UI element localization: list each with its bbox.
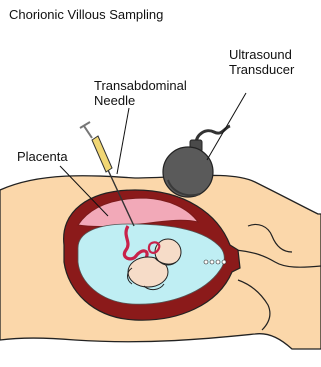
diagram-title: Chorionic Villous Sampling <box>9 7 163 22</box>
syringe-barrel <box>92 136 112 172</box>
transducer-leader-line <box>207 93 246 160</box>
needle-label: Transabdominal Needle <box>94 78 187 108</box>
syringe-plunger <box>84 126 92 138</box>
needle-leader-line <box>117 108 129 174</box>
transducer-head <box>163 147 213 197</box>
placenta-label: Placenta <box>17 149 68 164</box>
transducer-label: Ultrasound Transducer <box>229 47 294 77</box>
